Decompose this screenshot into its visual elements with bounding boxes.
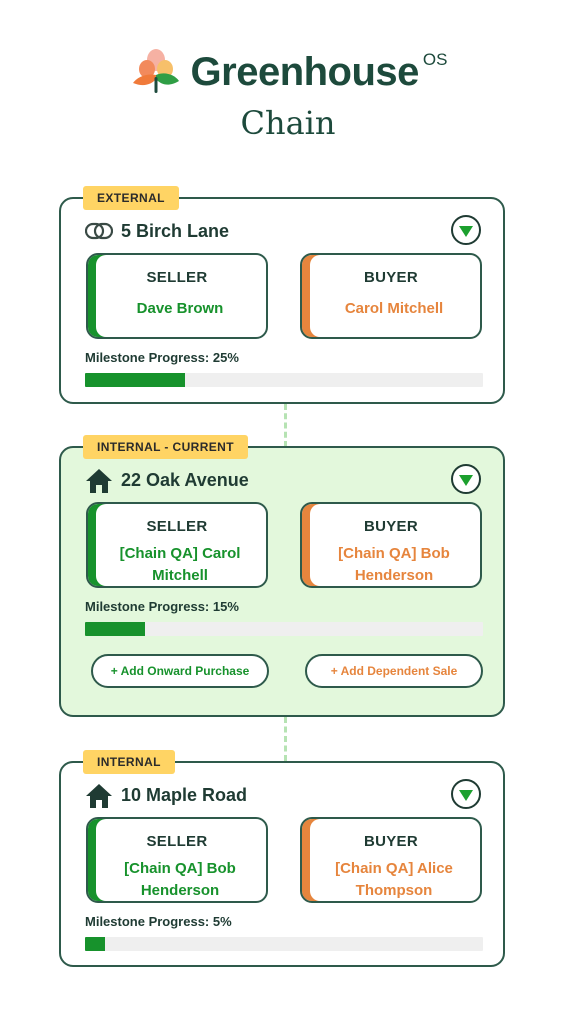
buyer-name: [Chain QA] Alice Thompson [335,860,453,899]
seller-name: [Chain QA] Carol Mitchell [119,545,241,584]
house-icon [85,468,113,493]
expand-toggle-button[interactable] [451,464,481,494]
brand-name: Greenhouse [190,49,420,94]
add-dependent-sale-button[interactable]: + Add Dependent Sale [305,654,483,688]
seller-card: SELLER Dave Brown [86,253,268,339]
seller-card: SELLER [Chain QA] Bob Henderson [86,817,268,903]
seller-name: [Chain QA] Bob Henderson [124,860,236,899]
leaf-flower-logo-icon [132,49,179,93]
chain-connector [284,404,287,447]
chevron-down-icon [459,475,473,486]
chain-card-current: INTERNAL - CURRENT 22 Oak Avenue SELLER … [59,435,505,717]
seller-label: SELLER [146,518,208,535]
house-icon [85,783,113,808]
property-header: 22 Oak Avenue [85,468,249,493]
chain-tag: EXTERNAL [83,186,179,210]
buyer-label: BUYER [363,833,418,850]
property-address: 22 Oak Avenue [121,469,249,490]
chain-tag: INTERNAL [83,750,175,774]
chevron-down-icon [459,226,473,237]
progress-label: Milestone Progress: 15% [85,599,239,614]
progress-fill [85,937,105,951]
add-onward-purchase-button[interactable]: + Add Onward Purchase [91,654,269,688]
progress-bar [85,622,483,636]
seller-card: SELLER [Chain QA] Carol Mitchell [86,502,268,588]
property-address: 10 Maple Road [121,784,248,805]
expand-toggle-button[interactable] [451,779,481,809]
buyer-card: BUYER [Chain QA] Bob Henderson [300,502,482,588]
chevron-down-icon [459,790,473,801]
buyer-label: BUYER [363,518,418,535]
seller-label: SELLER [146,269,208,286]
progress-bar [85,373,483,387]
link-icon [85,219,113,243]
chain-tag: INTERNAL - CURRENT [83,435,248,459]
progress-fill [85,622,145,636]
property-header: 10 Maple Road [85,783,248,808]
buyer-card: BUYER [Chain QA] Alice Thompson [300,817,482,903]
progress-bar [85,937,483,951]
buyer-name: Carol Mitchell [344,300,444,317]
buyer-name: [Chain QA] Bob Henderson [338,545,450,584]
chain-card-internal: INTERNAL 10 Maple Road SELLER [Chain QA]… [59,750,505,967]
chain-connector [284,717,287,761]
progress-fill [85,373,185,387]
buyer-card: BUYER Carol Mitchell [300,253,482,339]
progress-label: Milestone Progress: 25% [85,350,239,365]
seller-name: Dave Brown [136,300,224,317]
page-title: Chain [240,104,336,142]
brand-header: Greenhouse OS [0,44,576,100]
buyer-label: BUYER [363,269,418,286]
expand-toggle-button[interactable] [451,215,481,245]
property-address: 5 Birch Lane [121,220,230,241]
property-header: 5 Birch Lane [85,219,229,243]
chain-card-external: EXTERNAL 5 Birch Lane SELLER Dave Brown … [59,186,505,404]
brand-suffix: OS [422,50,448,69]
seller-label: SELLER [146,833,208,850]
progress-label: Milestone Progress: 5% [85,914,232,929]
